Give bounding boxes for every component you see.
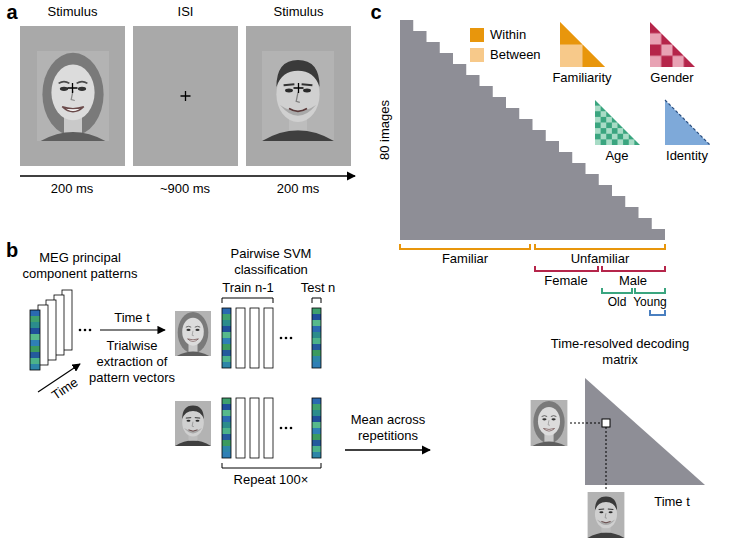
bracket xyxy=(312,298,321,303)
duration-label: 200 ms xyxy=(258,181,338,197)
legend-label: Between xyxy=(490,47,541,63)
step-label: Trialwise extraction of pattern vectors xyxy=(89,338,175,386)
category-label: Young xyxy=(631,295,669,310)
face-image xyxy=(262,51,334,141)
stimulus-screen: Stimulus xyxy=(246,4,351,166)
matrix-cell xyxy=(602,419,610,427)
process-arrow xyxy=(345,449,430,450)
face-image xyxy=(175,401,211,446)
category-label: Familiar xyxy=(420,251,510,267)
screen-heading: Stimulus xyxy=(274,4,324,20)
legend-label: Within xyxy=(490,27,526,43)
bracket xyxy=(602,266,665,271)
step-label: Pairwise SVM classification xyxy=(211,246,331,278)
pattern-vectors xyxy=(222,308,321,458)
stimulus-screen-art xyxy=(20,26,351,166)
gender-model xyxy=(650,22,695,67)
axis-label: 80 images xyxy=(377,90,393,170)
legend-swatch xyxy=(470,28,484,42)
step-label: MEG principal component patterns xyxy=(10,250,150,282)
panel-letter: b xyxy=(1,238,23,262)
category-label: Old xyxy=(602,295,632,310)
fixation-cross xyxy=(68,83,78,93)
decoding-matrix xyxy=(585,378,705,485)
fixation-cross xyxy=(294,83,304,93)
bracket-label: Repeat 100× xyxy=(216,472,326,488)
stimulus-screen: Stimulus xyxy=(20,4,125,166)
face-image xyxy=(531,400,568,446)
panel-letter: a xyxy=(1,0,23,24)
screen-heading: ISI xyxy=(178,4,194,20)
leader-line xyxy=(570,423,602,424)
bracket xyxy=(635,288,665,293)
bracket xyxy=(222,298,273,303)
bracket xyxy=(222,463,321,468)
bracket-label: Test n xyxy=(293,280,343,296)
model-label: Familiarity xyxy=(542,70,622,86)
duration-label: 200 ms xyxy=(32,181,112,197)
screen xyxy=(133,26,238,166)
bracket xyxy=(535,244,665,249)
category-label: Female xyxy=(535,273,597,289)
familiarity-model xyxy=(560,22,605,67)
step-label: Mean across repetitions xyxy=(342,412,434,444)
category-label: Unfamiliar xyxy=(550,251,650,267)
duration-label: ~900 ms xyxy=(145,181,225,197)
model-label: Gender xyxy=(639,70,705,86)
bracket xyxy=(400,244,530,249)
age-model xyxy=(595,100,640,145)
face-image xyxy=(37,51,109,141)
model-label: Identity xyxy=(657,148,717,164)
stimulus-screen: ISI xyxy=(133,4,238,166)
leader-line xyxy=(606,427,607,490)
identity-diagonal xyxy=(665,100,710,145)
fixation-cross xyxy=(181,91,191,101)
rdm-triangle xyxy=(400,20,665,240)
face-image xyxy=(588,492,625,538)
bracket xyxy=(650,310,665,315)
legend-swatch xyxy=(470,48,484,62)
screen xyxy=(246,26,351,166)
panel-letter: c xyxy=(365,0,387,24)
screen xyxy=(20,26,125,166)
model-label: Age xyxy=(592,148,642,164)
time-arrow xyxy=(100,329,165,330)
bracket xyxy=(602,288,632,293)
identity-model xyxy=(665,100,710,145)
face-image xyxy=(175,311,211,356)
screen-heading: Stimulus xyxy=(48,4,98,20)
step-label: Time-resolved decoding matrix xyxy=(545,336,695,368)
axis-label: Time t xyxy=(97,310,167,326)
axis-label: Time xyxy=(44,371,86,407)
bracket-label: Train n-1 xyxy=(213,280,283,296)
category-label: Male xyxy=(602,273,664,289)
axis-label: Time t xyxy=(642,494,702,510)
time-axis xyxy=(20,175,355,176)
meg-pattern-stack xyxy=(30,290,91,370)
bracket xyxy=(535,266,598,271)
